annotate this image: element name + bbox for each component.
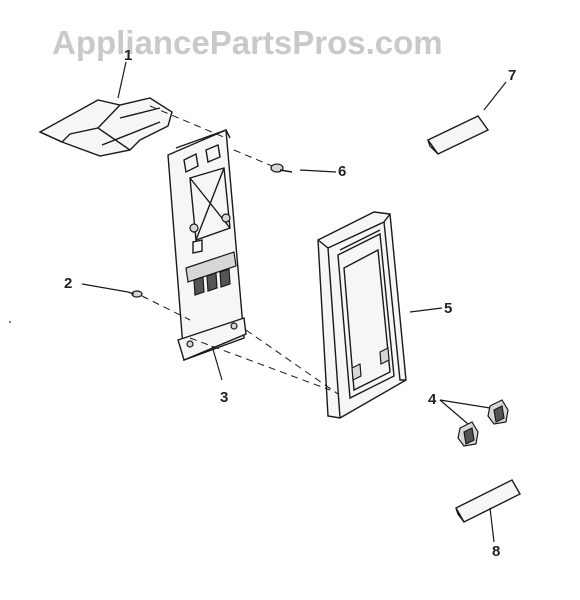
watermark-text: AppliancePartsPros.com [52,24,443,61]
part-6-screw [270,163,293,173]
callout-3: 3 [220,389,228,406]
callout-1: 1 [124,47,132,64]
scan-speck [9,321,11,323]
callout-4: 4 [428,391,437,408]
assembly-lines [141,105,339,395]
part-2-screw [127,290,143,298]
callout-6: 6 [338,163,346,180]
callout-2: 2 [64,275,72,292]
part-5-control-panel [317,211,407,419]
part-4-knobs [457,399,509,447]
callout-7: 7 [508,67,516,84]
callout-5: 5 [444,300,452,317]
part-8-trim-strip [455,479,521,523]
leader-lines [81,61,507,543]
callout-8: 8 [492,543,500,560]
part-1-top-bracket [38,97,173,157]
part-7-trim-piece [426,115,490,155]
part-3-mounting-plate [167,128,247,361]
